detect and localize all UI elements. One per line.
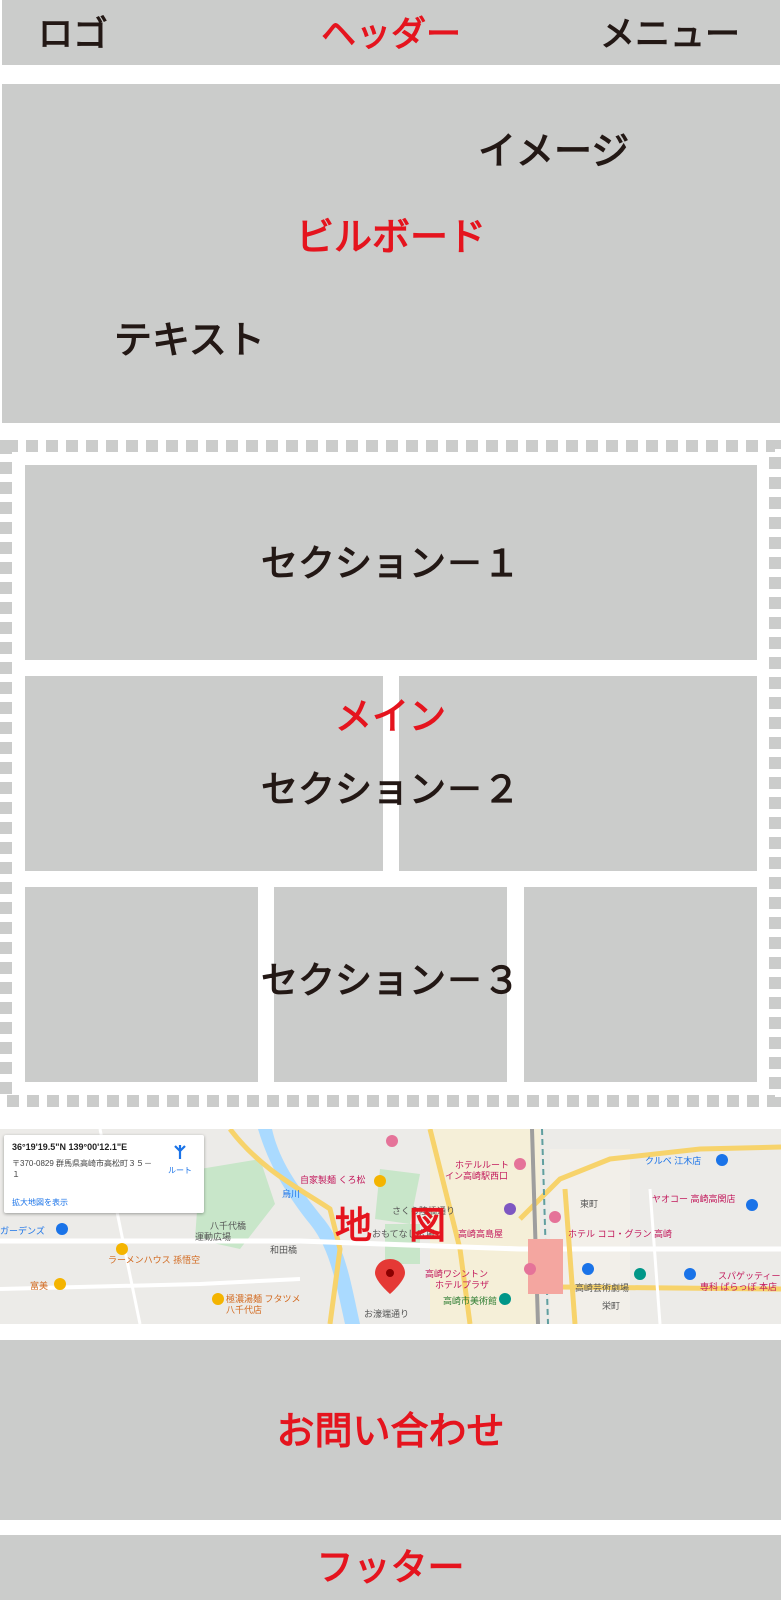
map-title: 地 図 bbox=[335, 1204, 446, 1247]
map-place[interactable]: イン高崎駅西口 bbox=[445, 1171, 509, 1181]
map-info-card: 36°19'19.5"N 139°00'12.1"E 〒370-0829 群馬県… bbox=[4, 1135, 204, 1213]
map-place[interactable]: 高崎高島屋 bbox=[458, 1229, 504, 1239]
map-place[interactable]: 高崎市美術館 bbox=[443, 1296, 498, 1306]
billboard-block: イメージ ビルボード テキスト bbox=[2, 84, 780, 423]
enlarge-map-link[interactable]: 拡大地図を表示 bbox=[12, 1198, 68, 1207]
map-place[interactable]: 和田橋 bbox=[270, 1245, 298, 1255]
map-embed[interactable]: 自家製麺 くろ松 ホテルルート イン高崎駅西口 高崎高島屋 高崎ワシントン ホテ… bbox=[0, 1129, 781, 1324]
section-2-label: セクション－２ bbox=[261, 768, 520, 811]
section-2-right-block bbox=[399, 676, 757, 871]
section-3-left-block bbox=[25, 887, 258, 1082]
map-place[interactable]: ガーデンズ bbox=[0, 1226, 45, 1236]
map-place[interactable]: ラーメンハウス 孫悟空 bbox=[108, 1255, 201, 1265]
billboard-image-label: イメージ bbox=[478, 129, 630, 173]
map-background bbox=[0, 1129, 781, 1324]
map-address: 〒370-0829 群馬県高崎市高松町３５－１ bbox=[12, 1159, 153, 1179]
map-place[interactable]: 高崎芸術劇場 bbox=[575, 1283, 630, 1293]
map-place[interactable]: 自家製麺 くろ松 bbox=[300, 1175, 366, 1185]
route-button[interactable]: ルート bbox=[168, 1166, 192, 1175]
section-1-label: セクション－１ bbox=[261, 542, 520, 585]
section-3-right-block bbox=[524, 887, 757, 1082]
section-2-left-block bbox=[25, 676, 383, 871]
map-place[interactable]: ホテル ココ・グラン 高崎 bbox=[568, 1229, 673, 1239]
contact-block[interactable]: お問い合わせ bbox=[0, 1340, 781, 1520]
section-3-middle-block bbox=[274, 887, 507, 1082]
map-place[interactable]: 専科 ぱらっぽ 本店 bbox=[700, 1282, 778, 1292]
menu-label[interactable]: メニュー bbox=[600, 15, 741, 55]
contact-title: お問い合わせ bbox=[276, 1409, 505, 1453]
map-place[interactable]: クルベ 江木店 bbox=[645, 1156, 702, 1166]
map-place[interactable]: 極濃湯麺 フタツメ bbox=[226, 1294, 301, 1304]
map-place[interactable]: ホテルプラザ bbox=[435, 1280, 490, 1290]
footer-title: フッター bbox=[316, 1546, 465, 1589]
map-place[interactable]: 富美 bbox=[30, 1281, 49, 1291]
map-place[interactable]: ヤオコー 高崎高関店 bbox=[652, 1194, 736, 1204]
map-place[interactable]: 栄町 bbox=[602, 1301, 621, 1311]
section-1-block bbox=[25, 465, 757, 660]
main-dashed-border bbox=[0, 440, 781, 1107]
map-place[interactable]: 運動広場 bbox=[195, 1232, 232, 1242]
map-place[interactable]: 高崎ワシントン bbox=[425, 1269, 489, 1279]
footer-block: フッター bbox=[0, 1535, 781, 1600]
billboard-title: ビルボード bbox=[295, 215, 486, 259]
logo-label[interactable]: ロゴ bbox=[38, 15, 109, 55]
main-title: メイン bbox=[335, 695, 446, 738]
section-3-label: セクション－３ bbox=[261, 959, 520, 1002]
header-title: ヘッダー bbox=[320, 15, 461, 55]
map-place[interactable]: おもてなし広場 bbox=[372, 1229, 435, 1239]
map-place[interactable]: 烏川 bbox=[282, 1189, 301, 1199]
map-place[interactable]: お濠端通り bbox=[364, 1309, 410, 1319]
map-place[interactable]: さくら陸橋通り bbox=[392, 1206, 456, 1216]
map-place[interactable]: 八千代橋 bbox=[210, 1221, 247, 1231]
map-place[interactable]: スパゲッティー bbox=[718, 1271, 781, 1281]
map-coordinates: 36°19'19.5"N 139°00'12.1"E bbox=[12, 1142, 128, 1152]
main-frame: セクション－１ メイン セクション－２ セクション－３ bbox=[0, 440, 781, 1107]
map-place[interactable]: 八千代店 bbox=[226, 1305, 263, 1315]
map-place[interactable]: 東町 bbox=[580, 1199, 599, 1209]
directions-icon[interactable] bbox=[171, 1143, 189, 1161]
header-block: ロゴ ヘッダー メニュー bbox=[2, 0, 780, 65]
billboard-text-label: テキスト bbox=[114, 318, 265, 362]
map-place[interactable]: ホテルルート bbox=[455, 1160, 510, 1170]
